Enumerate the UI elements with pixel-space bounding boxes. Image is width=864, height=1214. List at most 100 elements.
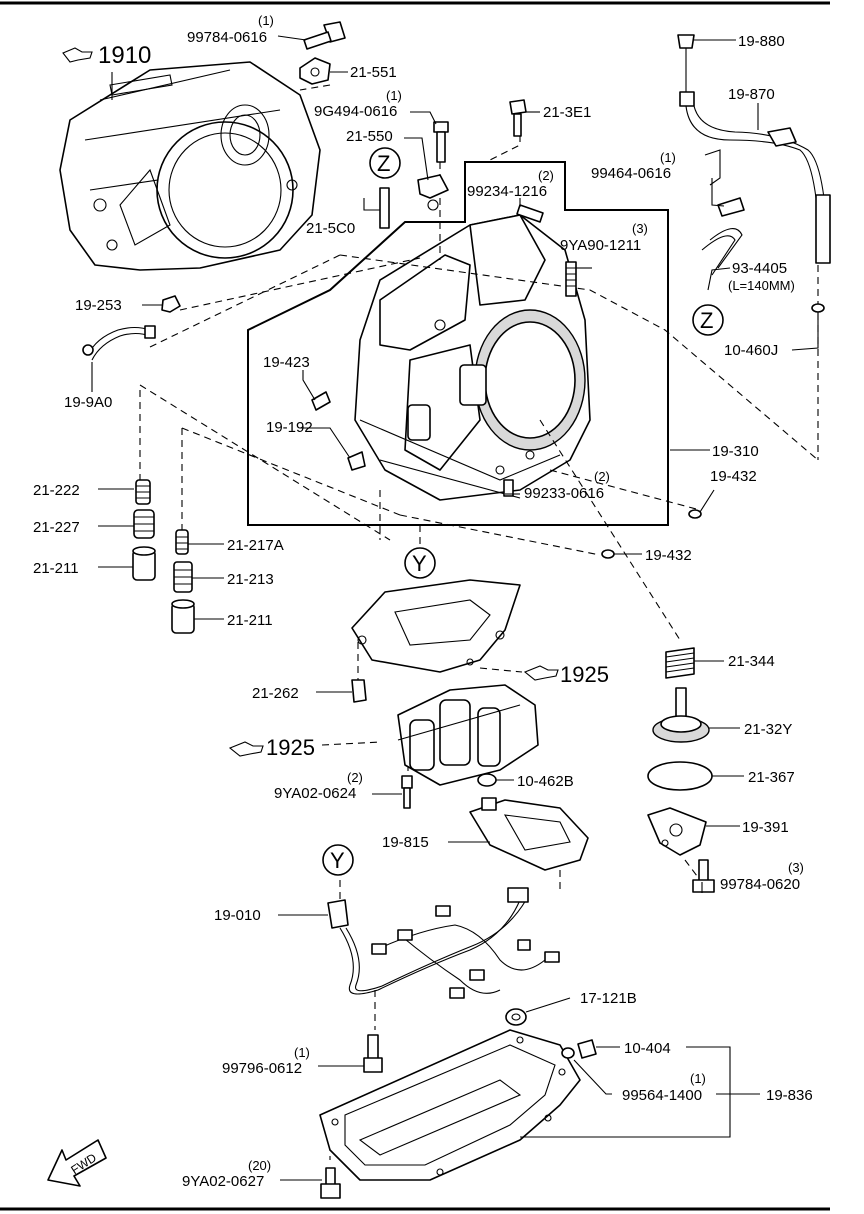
gasket-99564-1400 [561, 1047, 575, 1059]
label-19-836: 19-836 [766, 1087, 813, 1104]
label-19-310: 19-310 [712, 443, 759, 460]
pin-99234-1216 [516, 204, 544, 223]
hand-pointer-icon [62, 47, 93, 63]
y-marker-low: Y [322, 844, 354, 876]
assembly-lines [139, 84, 819, 1160]
washer-17-121b [505, 1008, 527, 1026]
label-17-121b: 17-121B [580, 990, 637, 1007]
hand-pointer-icon [523, 665, 559, 681]
converter-housing [59, 61, 321, 271]
label-21-217a: 21-217A [227, 537, 284, 554]
ref-1925-b: 1925 [266, 735, 315, 760]
pin-21-5c0 [379, 187, 390, 229]
qty-9g494-0616: (1) [386, 88, 402, 103]
label-99234-1216: 99234-1216 [467, 183, 547, 200]
transaxle-case [354, 214, 591, 501]
label-93-4405: 93-4405 [732, 260, 787, 277]
bolt-9g494-0616 [433, 121, 449, 163]
label-19-815: 19-815 [382, 834, 429, 851]
spring-21-217a [175, 529, 189, 555]
transaxle-case-frame [247, 161, 669, 526]
bolt-21-3e1 [509, 99, 527, 137]
label-21-227: 21-227 [33, 519, 80, 536]
sensor-21-550 [417, 174, 449, 211]
label-99233-0616: 99233-0616 [524, 485, 604, 502]
z-marker-right: Z [692, 304, 724, 336]
fwd-arrow-icon: FWD [47, 1139, 107, 1187]
label-21-3e1: 21-3E1 [543, 104, 591, 121]
leader-lines [91, 35, 819, 1181]
ref-1910: 1910 [98, 42, 151, 69]
label-19-010: 19-010 [214, 907, 261, 924]
oring-10-462b [477, 773, 497, 787]
oil-pan-19-836 [319, 1029, 581, 1181]
pipe-19-9a0 [82, 325, 156, 361]
z-marker-top: Z [369, 147, 401, 179]
separator-plate [351, 579, 521, 673]
bolt-99796-0612 [363, 1034, 383, 1073]
label-19-9a0: 19-9A0 [64, 394, 112, 411]
case-ref-callout: 1910 [62, 42, 151, 100]
label-99784-0616: 99784-0616 [187, 29, 267, 46]
ref-1925-a: 1925 [560, 662, 609, 687]
seal-ring-21-367 [647, 761, 713, 791]
bolt-99784-0620 [692, 859, 715, 893]
label-19-870: 19-870 [728, 86, 775, 103]
qty-99564-1400: (1) [690, 1071, 706, 1086]
y-marker-mid: Y [404, 547, 436, 579]
label-9ya90-1211: 9YA90-1211 [560, 237, 641, 254]
spring-21-344 [665, 647, 695, 679]
plug-21-262 [351, 679, 367, 703]
label-99784-0620: 99784-0620 [720, 876, 800, 893]
control-ref-1925-left: 1925 [228, 735, 381, 760]
label-21-211-b: 21-211 [227, 612, 273, 629]
sleeve-21-211a [132, 546, 156, 581]
sensor-19-423 [311, 391, 331, 411]
seal-19-432b [601, 549, 615, 559]
label-99564-1400: 99564-1400 [622, 1087, 702, 1104]
qty-99784-0620: (3) [788, 860, 804, 875]
marker-y-mid: Y [412, 551, 427, 576]
qty-99796-0612: (1) [294, 1045, 310, 1060]
label-21-367: 21-367 [748, 769, 795, 786]
note-93-4405: (L=140MM) [728, 278, 795, 293]
qty-99784-0616: (1) [258, 13, 274, 28]
label-10-404: 10-404 [624, 1040, 671, 1057]
label-99796-0612: 99796-0612 [222, 1060, 302, 1077]
label-21-222: 21-222 [33, 482, 80, 499]
bolt-9ya02-0627 [320, 1167, 341, 1199]
cover-19-391 [647, 807, 707, 856]
plug-19-253 [161, 295, 181, 313]
qty-9ya02-0624: (2) [347, 770, 363, 785]
label-9ya02-0627: 9YA02-0627 [182, 1173, 264, 1190]
stud-9ya90-1211 [565, 261, 577, 297]
marker-z-right: Z [700, 308, 713, 333]
spring-21-227 [133, 509, 155, 539]
bolt-99784-0616 [303, 21, 346, 50]
qty-9ya90-1211: (3) [632, 221, 648, 236]
qty-99233-0616: (2) [594, 469, 610, 484]
label-21-550: 21-550 [346, 128, 393, 145]
bolt-9ya02-0624 [401, 775, 413, 809]
label-21-213: 21-213 [227, 571, 274, 588]
marker-z-top: Z [377, 151, 390, 176]
spring-21-213 [173, 561, 193, 593]
filter-19-815 [469, 797, 589, 871]
marker-y-low: Y [330, 848, 345, 873]
drain-plug-10-404 [577, 1039, 597, 1059]
harness-19-010 [327, 887, 560, 999]
label-21-551: 21-551 [350, 64, 397, 81]
qty-99234-1216: (2) [538, 168, 554, 183]
label-21-32y: 21-32Y [744, 721, 792, 738]
label-21-344: 21-344 [728, 653, 775, 670]
qty-99464-0616: (1) [660, 150, 676, 165]
sleeve-21-211b [171, 599, 195, 634]
label-10-462b: 10-462B [517, 773, 574, 790]
label-19-253: 19-253 [75, 297, 122, 314]
part-labels: (1) 99784-0616 21-551 (1) 9G494-0616 21-… [33, 13, 813, 1190]
label-19-192: 19-192 [266, 419, 313, 436]
hand-pointer-icon [228, 741, 264, 757]
sensor-19-192 [347, 451, 366, 471]
label-19-391: 19-391 [742, 819, 789, 836]
